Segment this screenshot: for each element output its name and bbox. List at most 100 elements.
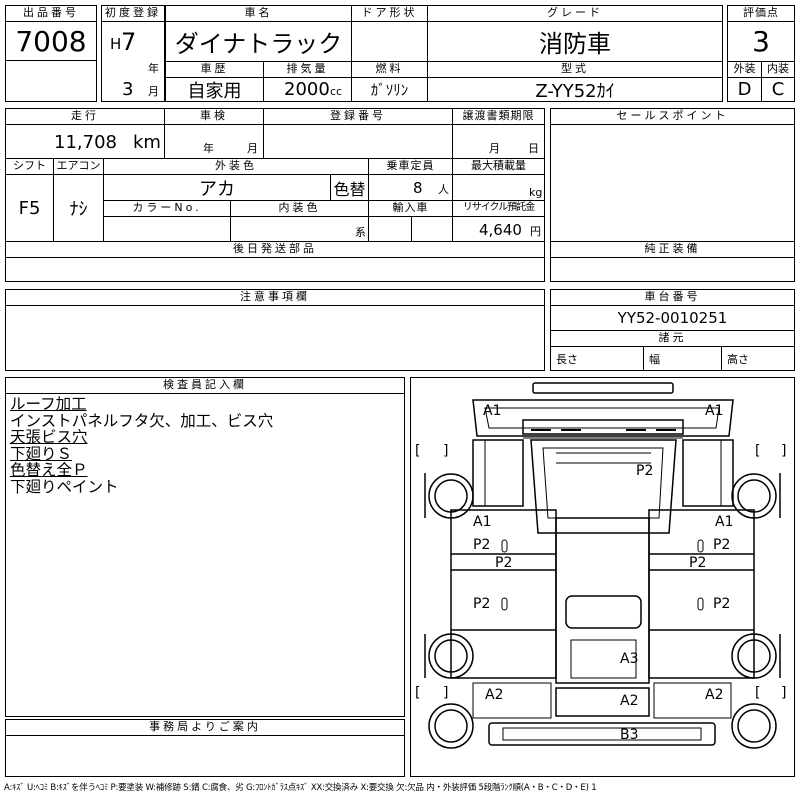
first-registration-box: H 7 年 3 月 [101,21,165,102]
max-load-label: 最大積載量 [452,158,545,175]
note-line: 下廻りＳ [10,444,73,463]
era-letter: H [110,35,122,53]
score-label: 評価点 [727,5,795,22]
damage-left-p2-mid: P2 [495,555,513,571]
damage-right-a1: A1 [715,514,734,530]
door-type-label: ドア形状 [351,5,428,22]
recycle-fee-label: リサイクル預託金 [452,200,545,217]
damage-left-a1: A1 [473,514,492,530]
width-label: 幅 [649,353,660,366]
genuine-equipment-label: 純正装備 [550,241,795,258]
inspection-label: 車検 [164,108,264,125]
doc-deadline-label: 譲渡書類期限 [452,108,545,125]
office-notice-area [5,735,405,777]
exterior-label: 外装 [727,61,762,78]
bracket-left-upper: [ [415,443,421,459]
later-parts-label: 後日発送部品 [5,241,545,258]
history-value: 自家用 [165,77,264,102]
capacity-label: 乗車定員 [368,158,453,175]
max-load-box: kg [452,174,545,201]
inspector-notes-label: 検査員記入欄 [5,377,405,394]
grade-value: 消防車 [427,21,723,62]
genuine-equipment-area [550,257,795,282]
office-notice-label: 事務局よりご案内 [5,719,405,736]
bracket-right-upper: [ [755,443,761,459]
bracket-left-lower: [ [415,685,421,701]
vehicle-outline [424,382,781,749]
color-number-value [103,216,231,242]
damage-diagram: A1 A1 P2 [ ] [ ] A1 A1 P2 P2 P2 P2 P2 P2… [410,377,795,777]
grade-label: グレード [427,5,723,22]
shift-value: F5 [5,174,54,242]
note-line: インストパネルフタ欠、加工、ビス穴 [10,411,274,430]
note-line: 下廻りペイント [10,477,119,496]
inspection-year-unit: 年 [203,142,214,155]
damage-rear-a3: A3 [620,651,639,667]
car-name-label: 車名 [165,5,352,22]
lot-number: 7008 [5,21,97,61]
overall-score: 3 [727,21,795,62]
note-line: ルーフ加工 [10,395,87,413]
color-change-flag: 色替 [330,174,369,201]
doc-day-unit: 日 [528,142,539,155]
mileage-box: 11,708 km [5,124,165,159]
interior-color-label: 内装色 [230,200,369,217]
first-registration-label: 初度登録 [101,5,165,22]
fuel-value: ｶﾞｿﾘﾝ [351,77,428,102]
fuel-label: 燃料 [351,61,428,78]
month-unit: 月 [148,85,159,98]
damage-left-p2-lower: P2 [473,596,491,612]
exterior-color-value: アカ [103,174,331,201]
model-value: Z-YY52ｶｲ [427,77,723,102]
damage-right-p2-upper: P2 [713,537,731,553]
displacement-value: 2000 [284,79,330,100]
damage-right-p2-lower: P2 [713,596,731,612]
door-type [351,21,428,62]
capacity-value: 8 [413,179,423,197]
shift-label: シフト [5,158,54,175]
width-cell: 幅 [643,346,722,371]
inspection-box: 年 月 [164,124,264,159]
recycle-fee-box: 4,640 円 [452,216,545,242]
mileage-label: 走行 [5,108,165,125]
height-cell: 高さ [721,346,795,371]
color-number-label: カラーNo. [103,200,231,217]
mileage-unit: km [133,132,161,153]
displacement-box: 2000 cc [263,77,352,102]
recycle-fee-unit: 円 [530,225,541,238]
damage-rear-left-a2: A2 [485,687,504,703]
damage-bumper-b3: B3 [620,727,639,743]
lot-number-blank [5,60,97,102]
specs-label: 諸元 [550,330,795,347]
sales-point-label: セールスポイント [550,108,795,125]
import-car-box-a [368,216,412,242]
capacity-box: 8 人 [368,174,453,201]
damage-hood: P2 [636,463,654,479]
exterior-grade: D [727,77,762,102]
aircon-value: ﾅｼ [53,174,104,242]
damage-front-left: A1 [483,403,502,419]
interior-color-unit: 系 [355,226,366,239]
bracket-left-upper-close: ] [443,443,449,459]
displacement-unit: cc [330,85,343,98]
recycle-fee-value: 4,640 [479,221,522,239]
max-load-unit: kg [529,186,543,199]
caution-label: 注意事項欄 [5,289,545,306]
interior-grade: C [761,77,795,102]
sales-point-area [550,124,795,242]
aircon-label: エアコン [53,158,104,175]
caution-area [5,305,545,371]
damage-rear-right-a2: A2 [705,687,724,703]
interior-label: 内装 [761,61,795,78]
capacity-unit: 人 [438,183,449,196]
damage-left-p2-upper: P2 [473,537,491,553]
note-line: 色替え全Ｐ [10,461,88,479]
bracket-right-lower-close: ] [781,685,787,701]
length-label: 長さ [556,353,578,366]
displacement-label: 排気量 [263,61,352,78]
length-cell: 長さ [550,346,644,371]
history-label: 車歴 [165,61,264,78]
bracket-left-lower-close: ] [443,685,449,701]
year-unit: 年 [148,62,159,75]
note-line: 天張ビス穴 [10,428,88,446]
